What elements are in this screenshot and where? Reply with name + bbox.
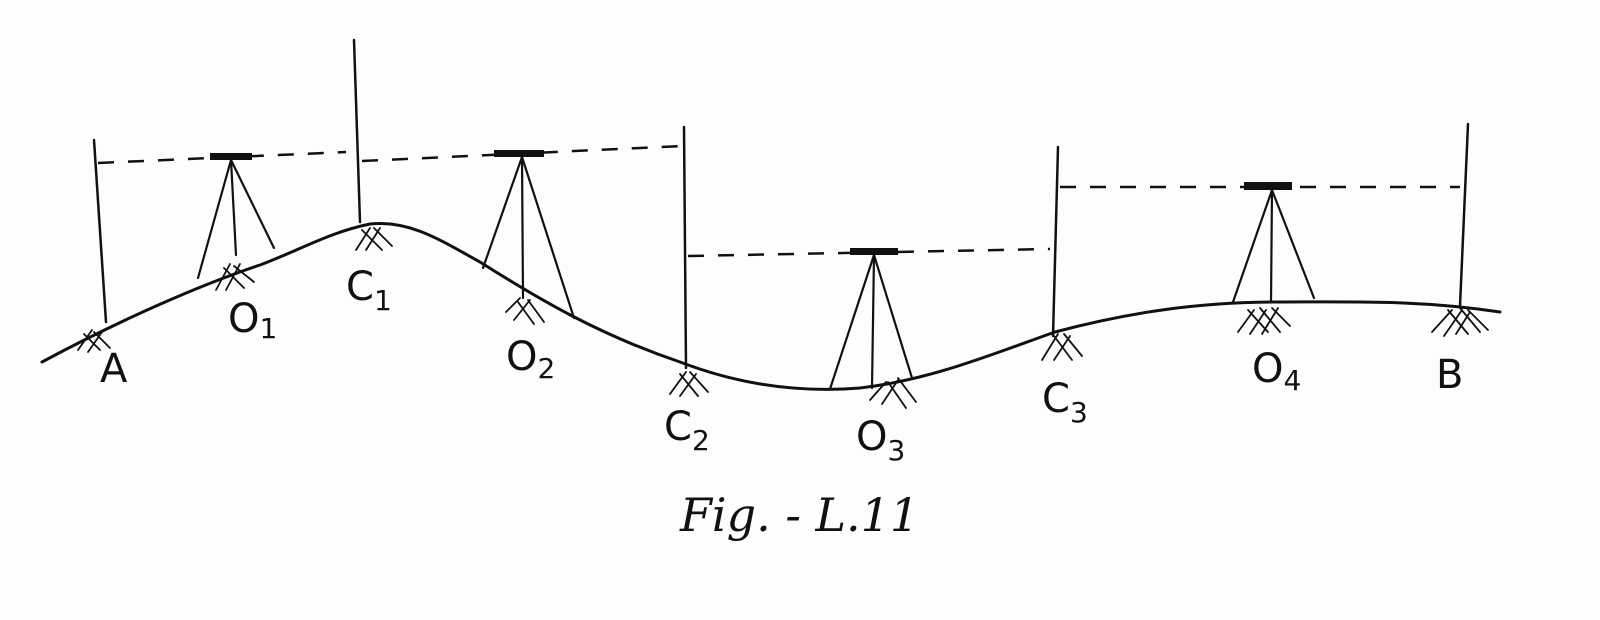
ground-hatch-C3 <box>1041 333 1083 361</box>
ground-hatch-A <box>77 329 111 353</box>
ground-hatch-O4 <box>1237 307 1291 335</box>
level-instrument-O2 <box>481 150 576 320</box>
staff-C1 <box>352 38 362 224</box>
label-O2: O2 <box>506 334 555 385</box>
ground-hatch-O3 <box>869 377 917 409</box>
label-O1: O1 <box>228 296 277 345</box>
figure-caption: Fig. - L.11 <box>680 488 920 542</box>
label-C3: C3 <box>1042 376 1088 429</box>
label-O4: O4 <box>1252 346 1301 397</box>
ground-hatch-O2 <box>505 297 545 325</box>
staff-A <box>92 138 108 324</box>
ground-profile <box>40 221 1502 391</box>
staff-C2 <box>682 125 688 370</box>
level-instrument-O3 <box>828 248 914 391</box>
ground-hatch-C2 <box>669 371 709 397</box>
level-instrument-O1 <box>196 153 276 280</box>
label-O3: O3 <box>856 414 905 467</box>
label-C2: C2 <box>664 404 710 457</box>
level-instrument-O4 <box>1231 182 1316 304</box>
ground-hatch-B <box>1431 307 1489 337</box>
label-B: B <box>1436 352 1463 398</box>
staff-C3 <box>1051 145 1060 338</box>
label-A: A <box>100 346 128 392</box>
label-C1: C1 <box>346 264 392 317</box>
ground-hatch-O1 <box>215 263 255 291</box>
ground-hatch-C1 <box>355 227 393 251</box>
staff-B <box>1458 122 1470 308</box>
